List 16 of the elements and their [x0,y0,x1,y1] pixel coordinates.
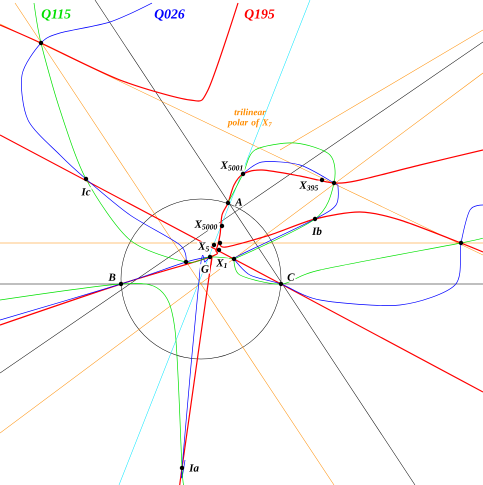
point-label: Q115 [42,9,71,21]
point-label: trilinear polar of X$_{7}$ [227,108,272,128]
point-label: A [234,197,244,207]
point-label: X$_{5001}$ [220,160,245,172]
point-label: Ia [188,463,200,473]
point-label: X$_{5000}$ [194,220,219,230]
point-label: X$_{395}$ [298,180,320,192]
point-label: X$_{1}$ [215,258,229,270]
point-label: B [107,272,117,282]
point-label: X$_{5}$ [197,242,211,252]
point-label: Ib [311,226,323,236]
point-label: Q195 [244,9,274,21]
point-label: G [200,264,210,274]
point-label: Ic [80,187,92,197]
point-label: C [286,272,296,282]
point-label: Q026 [154,9,185,21]
